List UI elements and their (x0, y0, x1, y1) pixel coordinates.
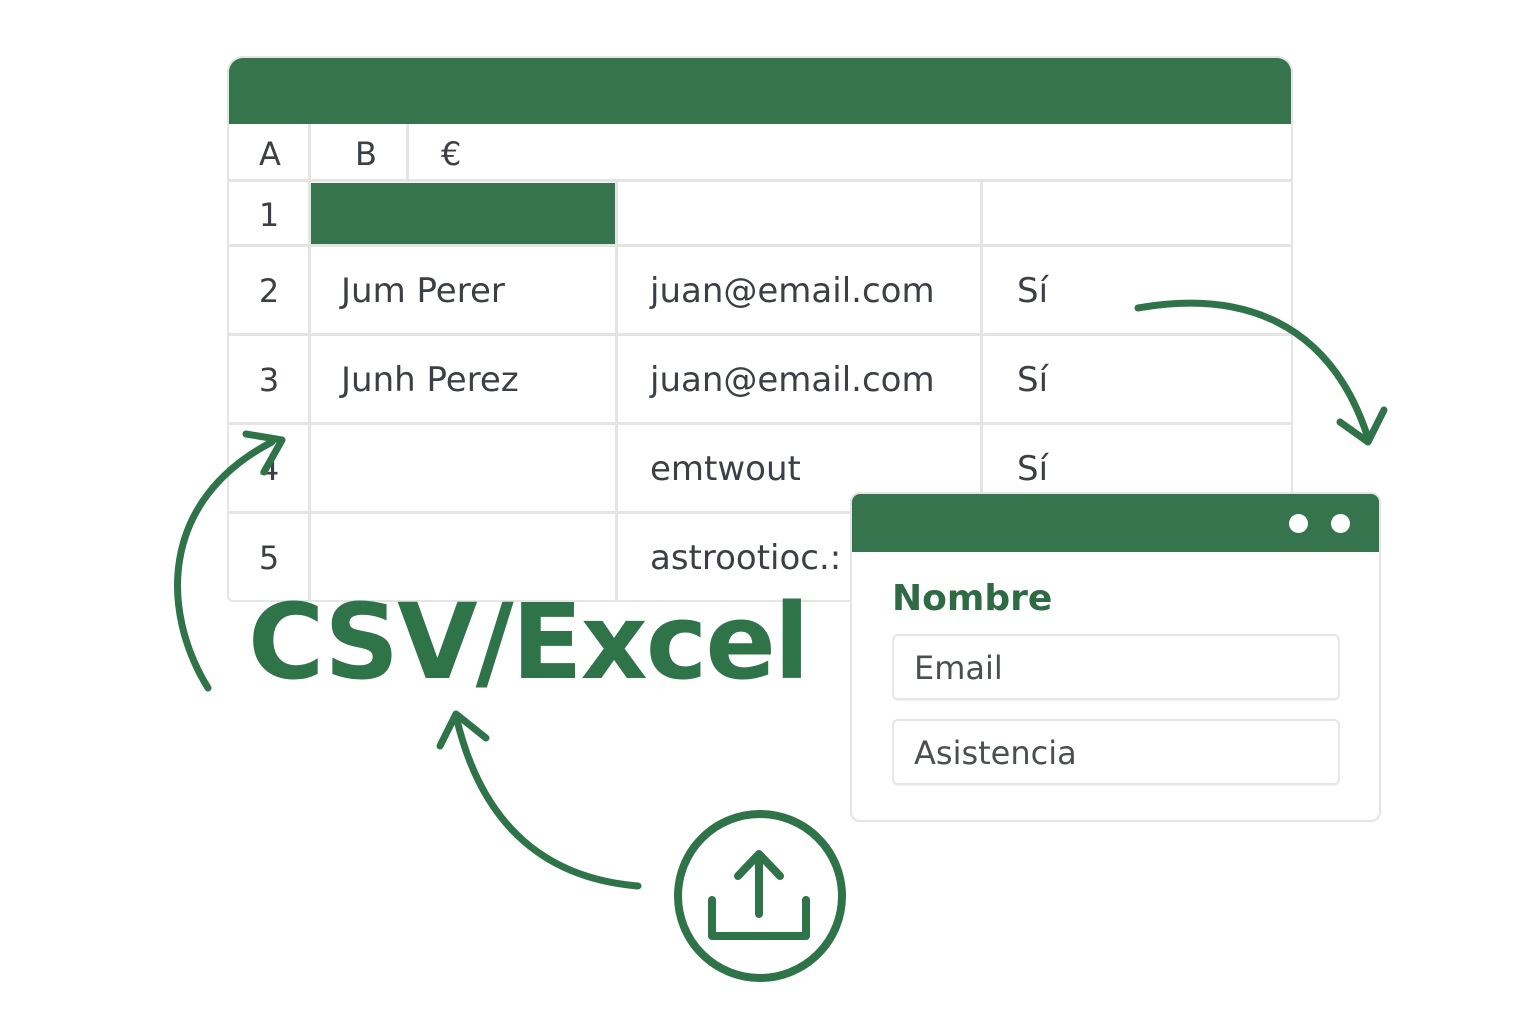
row-number: 2 (258, 272, 280, 310)
upload-icon[interactable] (674, 810, 846, 982)
email-cell[interactable]: emtwout (650, 449, 801, 489)
email-cell[interactable]: juan@email.com (650, 360, 935, 400)
selected-cell[interactable] (311, 183, 615, 244)
email-cell[interactable]: juan@email.com (650, 271, 935, 311)
curved-arrow-icon (436, 710, 642, 890)
form-window: Nombre Email Asistencia (850, 492, 1381, 822)
name-cell[interactable]: Jum Perer (341, 271, 505, 311)
column-header-c[interactable]: € (441, 135, 462, 173)
attendance-field[interactable]: Asistencia (892, 719, 1340, 785)
curved-arrow-icon (174, 430, 286, 692)
column-header-b[interactable]: B (355, 135, 377, 173)
csv-excel-label: CSV/Excel (248, 581, 810, 703)
email-field[interactable]: Email (892, 634, 1340, 700)
email-cell[interactable]: astrootioc.: (650, 538, 842, 578)
row-number: 3 (258, 361, 280, 399)
row-number: 1 (258, 196, 280, 234)
form-title-bar (852, 494, 1379, 552)
row-number: 5 (258, 539, 280, 577)
window-dot-icon[interactable] (1289, 514, 1308, 533)
spreadsheet-title-bar (229, 58, 1291, 124)
attendance-cell[interactable]: Sí (1017, 271, 1049, 311)
name-cell[interactable]: Junh Perez (341, 360, 519, 400)
attendance-field-placeholder: Asistencia (914, 734, 1077, 772)
attendance-cell[interactable]: Sí (1017, 449, 1049, 489)
spreadsheet: A B € 1 2 Jum Perer juan@email.com Sí 3 … (227, 56, 1293, 602)
column-header-a[interactable]: A (259, 135, 281, 173)
curved-arrow-icon (1134, 299, 1388, 446)
window-dot-icon[interactable] (1331, 514, 1350, 533)
attendance-cell[interactable]: Sí (1017, 360, 1049, 400)
form-title: Nombre (892, 578, 1053, 619)
email-field-placeholder: Email (914, 649, 1003, 687)
